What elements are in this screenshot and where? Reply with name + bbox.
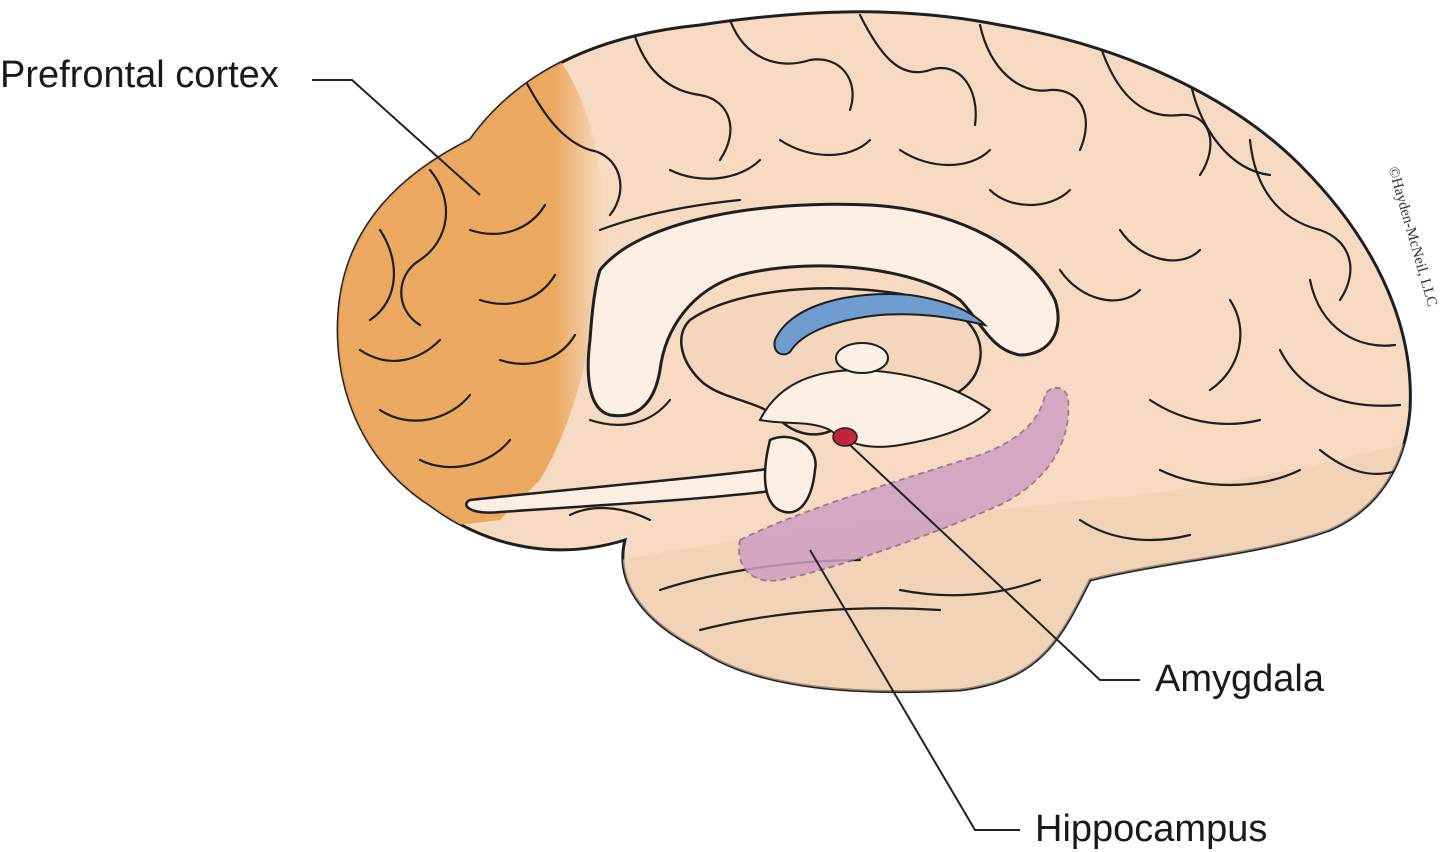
blue-structure [773, 293, 989, 356]
hypothalamus-notch [763, 435, 817, 514]
label-prefrontal-cortex: Prefrontal cortex [0, 54, 279, 96]
leader-line-prefrontal [312, 79, 481, 196]
sulci-lines [358, 13, 1402, 632]
leader-lines [312, 79, 1140, 831]
corpus-callosum [586, 202, 1060, 418]
leader-line-amygdala [849, 444, 1140, 681]
leader-line-hippocampus [809, 549, 1020, 831]
interthalamic-adhesion [835, 342, 889, 374]
hippocampus-region [738, 386, 1070, 582]
fornix [758, 368, 992, 448]
label-hippocampus: Hippocampus [1035, 808, 1268, 850]
label-amygdala: Amygdala [1155, 658, 1324, 700]
amygdala-dot [832, 427, 858, 447]
